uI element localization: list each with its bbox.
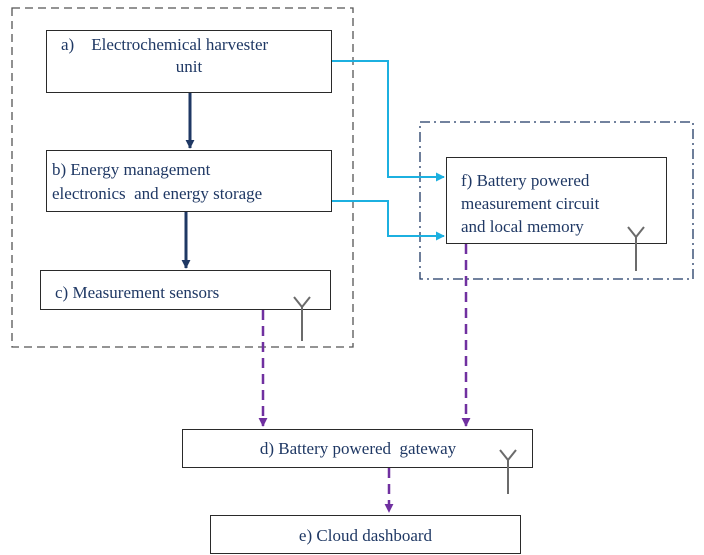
node-f-label-line1: f) Battery powered — [461, 171, 590, 190]
node-f-label-line3: and local memory — [461, 217, 584, 236]
antenna-icon — [627, 226, 645, 271]
node-e-cloud-dashboard: e) Cloud dashboard — [210, 515, 521, 554]
group-frame-harvester — [11, 7, 354, 348]
node-a-label-line1: a) Electrochemical harvester — [61, 35, 269, 54]
node-d-battery-gateway: d) Battery powered gateway — [182, 429, 533, 468]
node-f-label-line2: measurement circuit — [461, 194, 600, 213]
node-b-label-line1: b) Energy management — [52, 160, 211, 179]
edge-b-to-f — [331, 200, 445, 241]
edge-a-to-f — [331, 60, 445, 182]
node-c-measurement-sensors: c) Measurement sensors — [40, 270, 331, 310]
node-b-energy-management: b) Energy management electronics and ene… — [46, 150, 332, 212]
antenna-icon — [499, 449, 517, 494]
antenna-icon — [293, 296, 311, 341]
node-c-label: c) Measurement sensors — [55, 283, 220, 302]
node-e-label: e) Cloud dashboard — [298, 526, 433, 545]
node-d-label: d) Battery powered gateway — [259, 439, 457, 458]
node-a-label-line2: unit — [175, 57, 203, 76]
node-b-label-line2: electronics and energy storage — [52, 184, 263, 203]
node-a-electrochemical-harvester: a) Electrochemical harvester unit — [46, 30, 332, 93]
group-frame-battery-circuit — [419, 121, 694, 280]
